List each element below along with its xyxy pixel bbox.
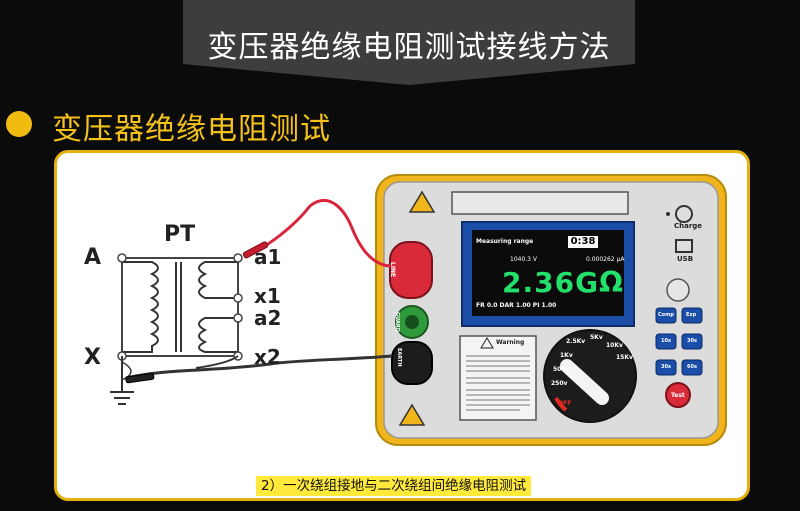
test-button (665, 382, 691, 408)
line-terminal-label: LINE (389, 262, 396, 278)
secondary-label-a1: a1 (254, 245, 282, 269)
index-row: FR 0.0 DAR 1.00 PI 1.00 (476, 302, 557, 309)
section-bullet (6, 111, 32, 137)
secondary-label-a2: a2 (254, 306, 282, 330)
earth-lead (125, 354, 393, 380)
dial-label-off: OFF (558, 400, 572, 407)
charge-port-icon (675, 205, 693, 223)
line-lead (243, 198, 393, 268)
line-probe (242, 241, 269, 259)
dial-label-1kv: 1Kv (560, 352, 573, 359)
usb-port-icon (675, 239, 693, 253)
timer-display: 0:38 (568, 236, 598, 248)
dial-label-5kv: 5Kv (590, 334, 603, 341)
section-title: 变压器绝缘电阻测试 (52, 112, 331, 147)
warning-title: Warning (496, 339, 525, 346)
usb-label: USB (677, 255, 694, 263)
line-terminal (389, 241, 433, 299)
earth-terminal-label: EARTH (396, 348, 402, 367)
secondary-winding-2 (198, 317, 238, 353)
diagram-caption: 2）一次绕组接地与二次绕组间绝缘电阻测试 (256, 476, 532, 496)
button-10s[interactable]: 10s (661, 338, 671, 344)
title-banner: 变压器绝缘电阻测试接线方法 (183, 0, 635, 85)
test-button-label[interactable]: Test (671, 392, 685, 399)
dial-label-500v: 500v (553, 366, 570, 373)
primary-label-a: A (84, 245, 102, 270)
measuring-range-label: Measuring range (476, 238, 534, 245)
voltage-value: 1040.3 V (510, 256, 538, 263)
current-value: 0.000262 μA (586, 256, 625, 263)
button-30s-a[interactable]: 30s (687, 338, 697, 344)
dial-label-250v: 250v (551, 380, 568, 387)
earth-terminal (391, 341, 433, 385)
banner-shape (183, 0, 635, 85)
hazard-icon-top (408, 190, 436, 213)
range-dial (543, 329, 637, 423)
transformer-name: PT (164, 222, 196, 247)
dial-label-15kv: 15Kv (616, 354, 633, 361)
dial-label-10kv: 10Kv (606, 342, 623, 349)
button-30s-b[interactable]: 30s (661, 364, 671, 370)
button-comp[interactable]: Comp (658, 312, 674, 318)
hazard-icon-bottom (398, 403, 426, 426)
screen (472, 230, 624, 316)
secondary-winding-1 (198, 261, 238, 299)
primary-winding (122, 261, 159, 353)
page-title: 变压器绝缘电阻测试接线方法 (207, 30, 611, 65)
transformer-frame (121, 257, 239, 357)
dial-label-2.5kv: 2.5Kv (566, 338, 586, 345)
secondary-label-x2: x2 (254, 345, 281, 369)
connector-icon (666, 278, 690, 302)
meter-slot (451, 191, 629, 215)
button-exp[interactable]: Exp (686, 312, 697, 318)
charge-label: Charge (674, 222, 703, 230)
secondary-label-x1: x1 (254, 284, 281, 308)
primary-label-x: X (84, 345, 101, 370)
guard-terminal-label: GUARD (394, 312, 400, 332)
resistance-reading: 2.36GΩ (502, 266, 624, 299)
earth-probe (125, 372, 155, 384)
button-60s[interactable]: 60s (687, 364, 697, 370)
button-grid (655, 307, 703, 376)
